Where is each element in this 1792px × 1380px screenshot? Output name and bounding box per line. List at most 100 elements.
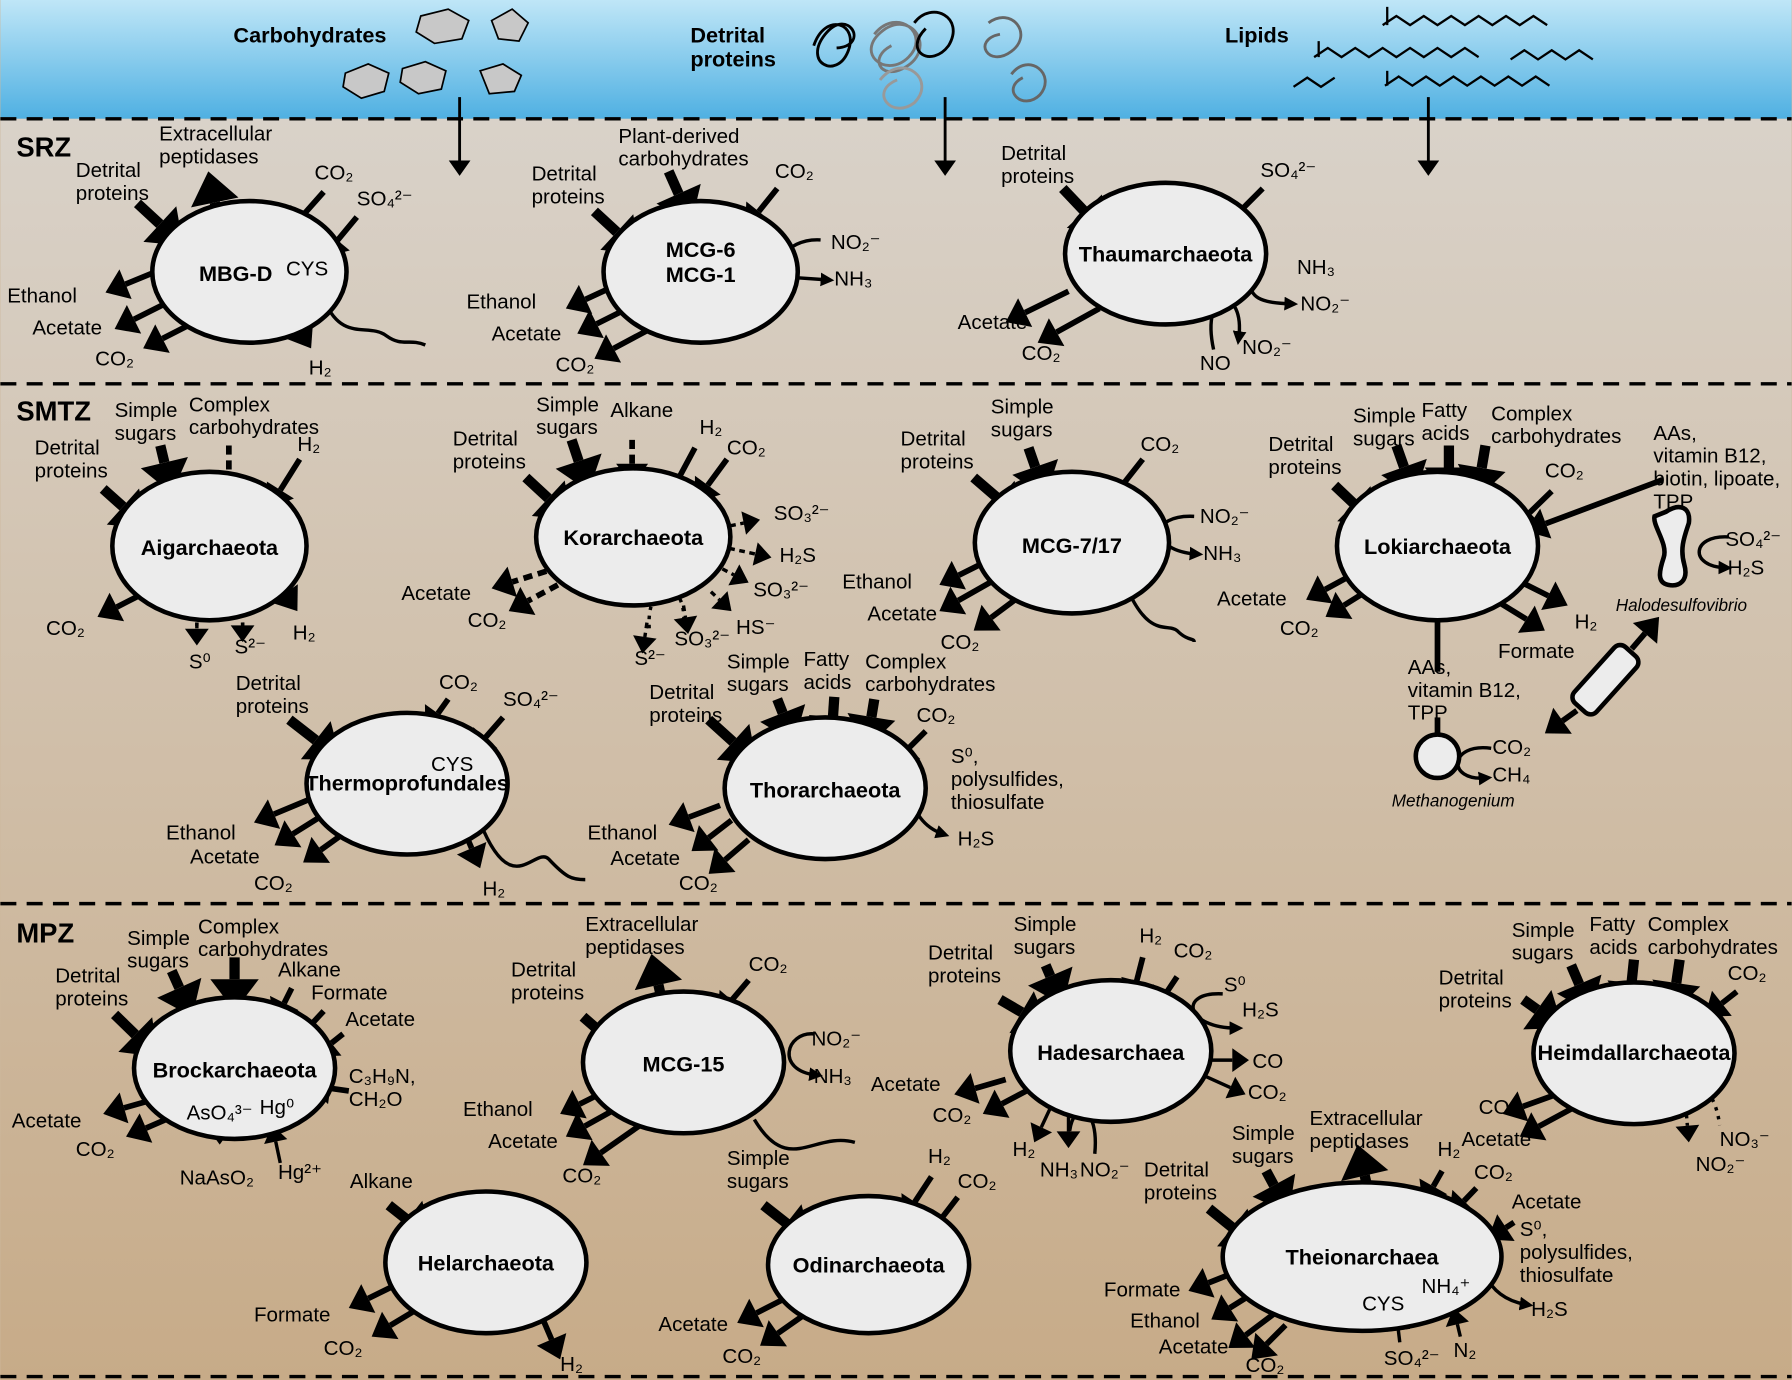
flux-label: SO₄²⁻ [1260, 159, 1316, 182]
flux-arrow-shaft [663, 169, 684, 196]
flux-label: CO [1252, 1050, 1283, 1073]
flux-arrow-shaft [681, 605, 688, 618]
flux-arrow-shaft [335, 215, 359, 243]
flux-label: CO₂ [1246, 1354, 1285, 1377]
partner-cell [1652, 504, 1692, 588]
arrowhead-icon [348, 1284, 376, 1313]
flux-arrow-shaft [1560, 708, 1579, 724]
flux-arrow-shaft [705, 457, 730, 487]
flux-label: H₂ [1013, 1138, 1036, 1161]
flux-label: NH₃ [834, 268, 872, 291]
flux-label: CO₂ [749, 953, 788, 976]
arrowhead-icon [1005, 298, 1033, 327]
flux-label: Ethanol [466, 290, 536, 313]
flux-label: CO₂ [315, 161, 354, 184]
flux-arrow-shaft [1629, 631, 1648, 651]
flux-label: H₂ [560, 1353, 583, 1376]
arrowhead-icon [1632, 616, 1660, 644]
cell-body [722, 715, 928, 862]
arrowhead-icon [1544, 707, 1572, 734]
arrowhead-icon [303, 836, 331, 863]
arrowhead-icon [1519, 1112, 1547, 1141]
flux-label: Formate [311, 982, 388, 1005]
flux-label: Acetate [12, 1110, 82, 1133]
organism-name: Helarchaeota [418, 1250, 555, 1275]
flux-arrow-shaft [1244, 1311, 1276, 1338]
flux-label: NH₄⁺ [1421, 1275, 1470, 1298]
flux-arrow-shaft [329, 1085, 350, 1094]
organism-name: Theionarchaea [1286, 1245, 1440, 1270]
flux-label: Acetate [401, 582, 471, 605]
flux-arrow-shaft [866, 698, 880, 718]
organism-name: Lokiarchaeota [1364, 534, 1512, 559]
flux-label: Acetate [32, 317, 102, 340]
cell-body [1062, 180, 1269, 327]
zone-dividers [0, 117, 1792, 1379]
flux-arrow-shaft [329, 1031, 345, 1046]
flux-arrow-shaft [1626, 959, 1640, 984]
flux-arrow-shaft [599, 1122, 642, 1156]
arrowhead-icon [114, 304, 142, 334]
arrowhead-icon [560, 1089, 587, 1119]
flux-label: CO₂ [46, 617, 85, 640]
flux-label: Alkane [350, 1170, 413, 1193]
arrowhead-icon [448, 160, 471, 176]
arrowhead-icon [728, 564, 749, 586]
flux-arrow-shaft [974, 1076, 1007, 1092]
arrowhead-icon [673, 615, 698, 635]
flux-label: NO₂⁻ [1080, 1159, 1130, 1182]
flux-label: AAs,vitamin B12,biotin, lipoate,TPP [1653, 422, 1780, 514]
organism-name: Thermoprofundales [305, 771, 509, 796]
flux-arrow-shaft [827, 696, 840, 717]
cell-body [383, 1189, 589, 1336]
flux-arrow-shaft [729, 978, 751, 1002]
arrowhead-icon [140, 457, 188, 494]
arrowhead-icon [1188, 1267, 1215, 1298]
flux-label: Acetate [871, 1073, 941, 1096]
flux-label: CO₂ [1140, 433, 1179, 456]
flux-label: H₂ [297, 433, 320, 456]
partner-cell [1570, 642, 1641, 717]
flux-label: Acetate [345, 1008, 415, 1031]
flux-label: S²⁻ [235, 635, 266, 658]
flux-arrow-shaft [907, 729, 928, 750]
flux-label: Acetate [1512, 1191, 1582, 1214]
flux-label: SO₄²⁻ [1725, 528, 1781, 551]
flux-arrow-shaft [721, 567, 735, 577]
arrowhead-icon [253, 799, 281, 829]
flux-label: CO₂ [556, 353, 595, 376]
flux-label: CO₂ [917, 704, 956, 727]
organism-name: Heimdallarchaeota [1538, 1040, 1732, 1065]
arrowhead-icon [752, 542, 772, 566]
flux-label: CO₂ [439, 671, 478, 694]
flux-arrow-shaft [756, 186, 780, 214]
flux-label: Acetate [1461, 1128, 1531, 1151]
flux-label: NO₂⁻ [1200, 505, 1250, 528]
flux-arrow-shaft [167, 968, 184, 990]
flux-label: H₂S [1242, 999, 1279, 1022]
arrowhead-icon [1541, 581, 1568, 611]
flux-label: CO₂ [562, 1164, 601, 1187]
arrowhead-icon [939, 586, 967, 615]
flux-label: Ethanol [588, 822, 658, 845]
lipid-molecules-icon [1292, 6, 1594, 89]
arrowhead-icon [594, 334, 622, 363]
zone-label-smtz: SMTZ [16, 395, 91, 426]
flux-arrow-shaft [687, 802, 722, 820]
arrowhead-icon [536, 1333, 567, 1360]
arrowhead-icon [634, 953, 683, 991]
flux-label: NaAsO₂ [180, 1167, 254, 1190]
cell-body [533, 466, 733, 608]
